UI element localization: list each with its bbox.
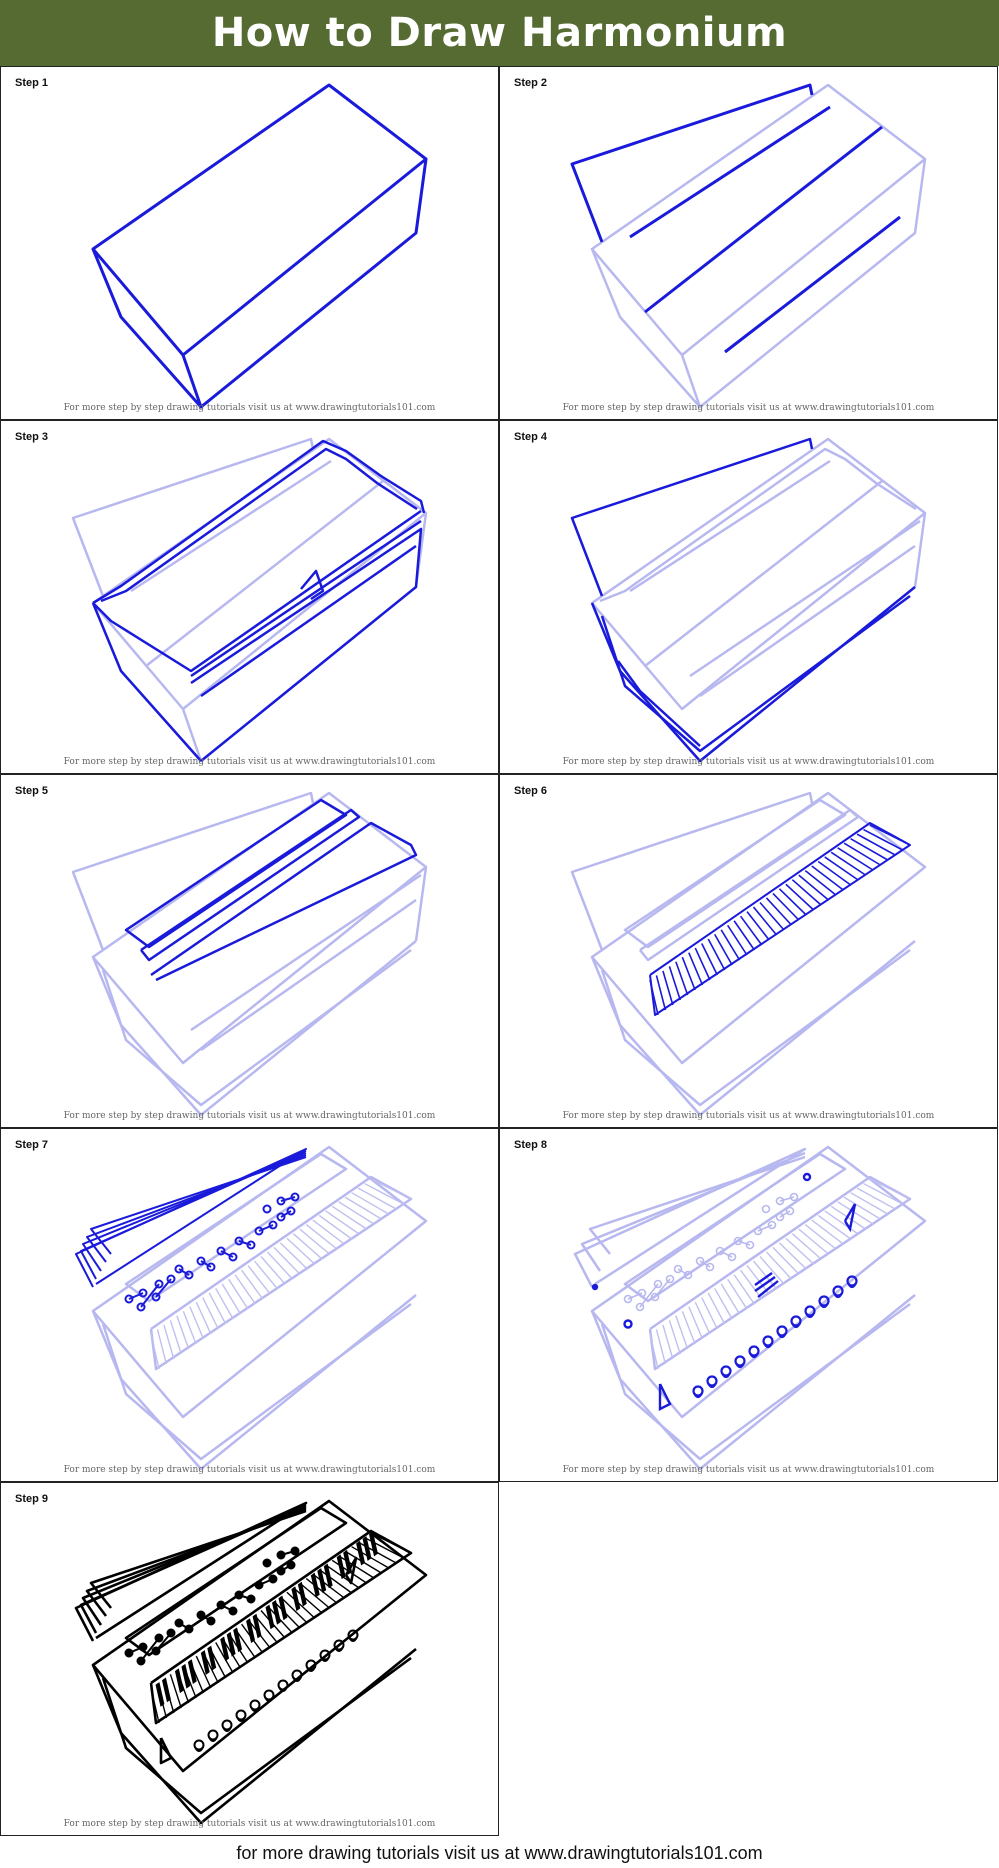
step-credit: For more step by step drawing tutorials … (562, 1111, 935, 1121)
step-credit: For more step by step drawing tutorials … (562, 403, 935, 413)
step-label: Step 6 (514, 785, 548, 797)
step-3-panel: Step 3 For more step by step drawing tut… (0, 420, 499, 774)
step-credit: For more step by step drawing tutorials … (63, 757, 436, 767)
step-2-panel: Step 2 For more step by step drawing tut… (499, 66, 998, 420)
step-4-panel: Step 4 For more step by step drawing tut… (499, 420, 998, 774)
page-title: How to Draw Harmonium (211, 10, 788, 56)
step-label: Step 2 (514, 77, 548, 89)
footer-text: for more drawing tutorials visit us at w… (236, 1842, 763, 1863)
step-8-panel: Step 8 For more step by step drawing tut… (499, 1128, 998, 1482)
step-8-drawing (573, 1145, 927, 1471)
step-7-panel: Step 7 For more step by step drawing tut… (0, 1128, 499, 1482)
step-9-drawing (74, 1499, 428, 1825)
step-2-drawing (570, 83, 927, 409)
step-label: Step 5 (15, 785, 49, 797)
step-6-drawing (570, 791, 927, 1117)
step-label: Step 9 (15, 1493, 49, 1505)
step-label: Step 8 (514, 1139, 548, 1151)
step-4-drawing (570, 437, 927, 763)
step-label: Step 4 (514, 431, 548, 443)
step-label: Step 3 (15, 431, 49, 443)
step-1-panel: Step 1 For more step by step drawing tut… (0, 66, 499, 420)
step-3-drawing (71, 437, 428, 763)
step-9-panel: Step 9 For more step by step drawing tut… (0, 1482, 499, 1836)
step-6-panel: Step 6 For more step by step drawing tut… (499, 774, 998, 1128)
step-1-drawing (91, 83, 428, 409)
step-5-panel: Step 5 For more step by step drawing tut… (0, 774, 499, 1128)
step-credit: For more step by step drawing tutorials … (63, 1111, 436, 1121)
step-credit: For more step by step drawing tutorials … (562, 757, 935, 767)
page-header: How to Draw Harmonium (0, 0, 999, 66)
step-label: Step 1 (15, 77, 49, 89)
step-credit: For more step by step drawing tutorials … (63, 403, 436, 413)
step-credit: For more step by step drawing tutorials … (63, 1819, 436, 1829)
step-credit: For more step by step drawing tutorials … (63, 1465, 436, 1475)
step-credit: For more step by step drawing tutorials … (562, 1465, 935, 1475)
step-7-drawing (75, 1145, 428, 1471)
step-5-drawing (71, 791, 428, 1117)
step-label: Step 7 (15, 1139, 49, 1151)
steps-grid: Step 1 For more step by step drawing tut… (0, 66, 999, 1838)
